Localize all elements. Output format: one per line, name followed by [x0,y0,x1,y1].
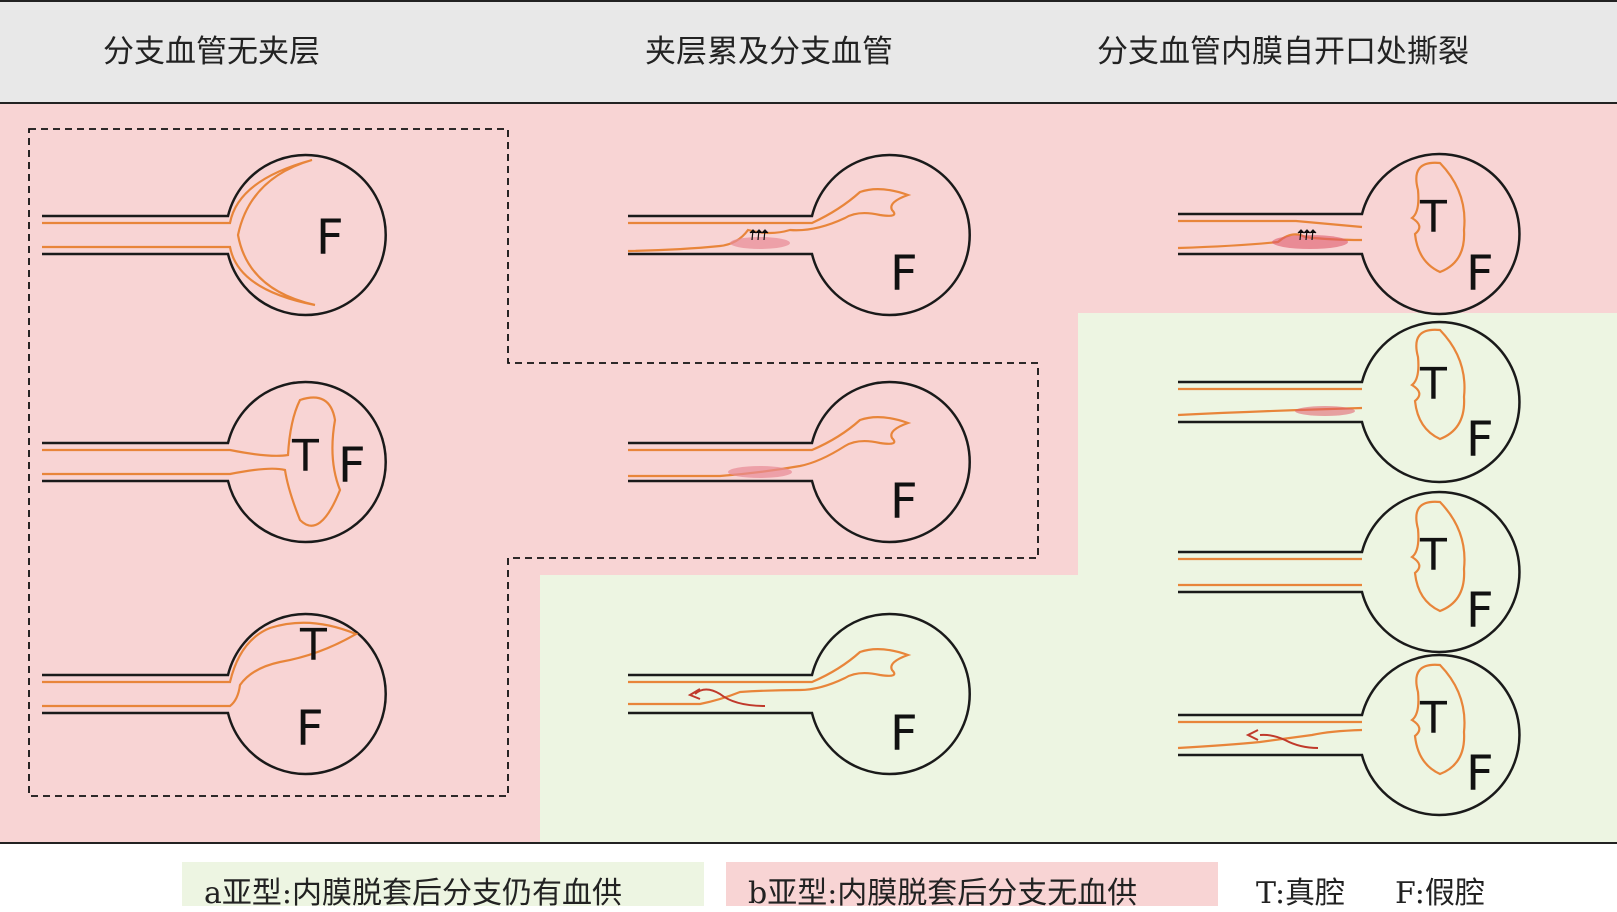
legend-subtype-b: b亚型:内膜脱套后分支无血供 [726,862,1218,911]
intima-flap [42,621,359,708]
vessel-wall [1178,152,1521,316]
true-lumen-label: T [1419,693,1447,744]
false-lumen-label: F [296,701,324,757]
true-lumen-label: T [1419,192,1447,243]
column-title-dissection-involves-branch: 夹层累及分支血管 [645,34,893,70]
panel-col1-row3: T F [42,612,387,776]
vessel-wall [1178,653,1521,817]
false-lumen-label: F [1466,412,1494,468]
column-title-intimal-tear-at-ostium: 分支血管内膜自开口处撕裂 [1097,34,1469,70]
vessel-wall [1178,490,1521,654]
true-lumen-outline [1410,328,1466,441]
intima-flap [628,416,912,478]
vessel-wall [628,380,971,544]
vessel-wall [1178,320,1521,484]
flow-arrows-icon [749,229,769,241]
true-lumen-label: T [1419,530,1447,581]
panel-col1-row1: F [42,153,387,317]
flow-arrows-icon [1297,229,1317,241]
thrombus-patch [728,466,792,478]
thrombus-patch [730,237,790,249]
flow-arrow-icon [1259,733,1319,749]
vessel-wall [42,380,387,544]
true-lumen-label: T [291,431,319,482]
flow-arrow-icon [694,688,766,707]
panel-col2-row1: F [627,153,971,317]
false-lumen-label: F [890,246,918,302]
intima-flap [628,648,912,706]
true-lumen-outline [1410,161,1466,274]
vessel-wall [628,612,971,776]
panel-col3-row3: T F [1178,490,1521,654]
false-lumen-label: F [1466,246,1494,302]
panel-col1-row2: T F [42,380,387,544]
false-lumen-label: F [338,438,366,494]
column-title-no-dissection: 分支血管无夹层 [103,34,320,70]
vessel-wall [42,153,387,317]
bottom-divider [0,842,1617,844]
false-lumen-label: F [1466,746,1494,802]
false-lumen-label: F [890,706,918,762]
legend-subtype-a: a亚型:内膜脱套后分支仍有血供 [182,862,704,911]
legend-false-lumen-key: F:假腔 [1395,876,1485,911]
thrombus-patch [1272,235,1348,249]
dashed-boundary [28,128,1039,797]
legend-true-lumen-key: T:真腔 [1256,876,1346,911]
true-lumen-label: T [1419,359,1447,410]
intima-flap [42,396,342,527]
true-lumen-label: T [299,620,327,671]
true-lumen-outline [1410,500,1466,613]
false-lumen-label: F [890,474,918,530]
panel-col3-row4: T F [1177,653,1521,817]
subtype-a-region [540,313,1617,842]
thrombus-patch [1295,406,1355,416]
true-lumen-outline [1410,663,1466,776]
panel-col2-row3: F [628,612,971,776]
panel-col3-row2: T F [1177,320,1521,484]
header-bar [0,0,1617,104]
vessel-wall [42,612,387,776]
panel-col3-row1: T F [1177,152,1521,316]
vessel-wall [628,153,971,317]
intima-flap [42,158,316,307]
false-lumen-label: F [316,210,344,266]
subtype-b-region [0,104,1617,842]
false-lumen-label: F [1466,583,1494,639]
panel-col2-row2: F [628,380,971,544]
